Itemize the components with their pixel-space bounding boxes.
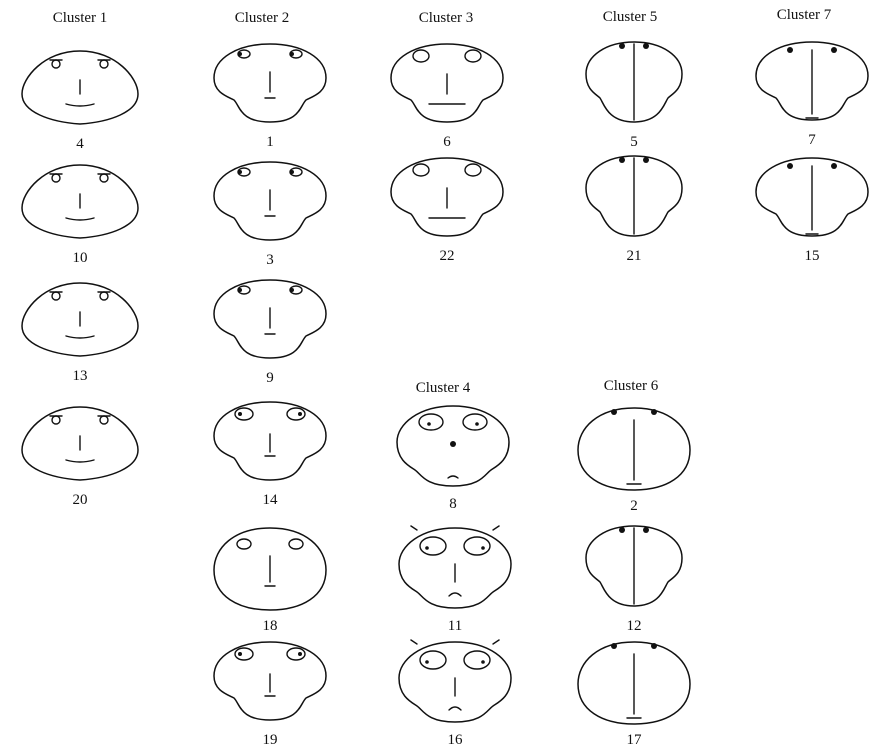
face-2: 2 [577,407,691,514]
face-outline [213,161,327,241]
face-outline [390,157,504,237]
cluster-title: Cluster 6 [604,378,659,394]
face-13: 13 [21,282,139,384]
face-features [237,49,303,99]
face-6: 6 [390,43,504,150]
face-outline [21,164,139,239]
face-number: 15 [805,248,820,264]
face-22: 22 [390,157,504,264]
face-features [787,47,837,119]
face-number: 22 [440,248,455,264]
face-features [49,59,111,107]
face-18: 18 [213,527,327,634]
face-features [619,157,649,235]
face-number: 17 [627,732,643,748]
face-outline [577,641,691,725]
face-8: 8 [396,405,510,512]
face-features [236,538,304,587]
face-features [234,407,306,457]
face-5: 5 [585,41,683,150]
face-features [611,409,657,485]
face-number: 8 [449,496,457,512]
face-features [410,639,500,711]
face-outline [213,641,327,721]
face-11: 11 [398,525,512,634]
face-number: 13 [73,368,88,384]
face-outline [21,406,139,481]
face-features [49,173,111,221]
face-number: 12 [627,618,642,634]
face-features [234,647,306,697]
face-features [611,643,657,719]
cluster-title: Cluster 7 [777,7,832,23]
face-outline [755,157,869,237]
face-15: 15 [755,157,869,264]
face-features [619,43,649,121]
face-outline [585,525,683,607]
face-features [237,285,303,335]
face-features [410,525,500,597]
face-number: 11 [448,618,462,634]
face-number: 5 [630,134,638,150]
cluster-title: Cluster 5 [603,9,658,25]
cluster-title: Cluster 2 [235,10,290,26]
face-outline [398,527,512,609]
face-20: 20 [21,406,139,508]
face-number: 16 [448,732,464,748]
cluster-title: Cluster 1 [53,10,108,26]
face-number: 18 [263,618,278,634]
face-features [237,167,303,217]
face-number: 9 [266,370,274,386]
face-19: 19 [213,641,327,748]
face-3: 3 [213,161,327,268]
face-outline [390,43,504,123]
face-outline [213,279,327,359]
face-1: 1 [213,43,327,150]
face-4: 4 [21,50,139,152]
face-outline [21,282,139,357]
face-number: 1 [266,134,274,150]
face-outline [396,405,510,487]
face-outline [755,41,869,121]
face-number: 10 [73,250,88,266]
face-number: 21 [627,248,642,264]
face-outline [213,401,327,481]
face-features [49,415,111,463]
face-outline [585,41,683,123]
face-16: 16 [398,639,512,748]
face-14: 14 [213,401,327,508]
face-features [787,163,837,235]
face-number: 14 [263,492,279,508]
face-features [418,413,488,479]
face-number: 2 [630,498,638,514]
face-number: 19 [263,732,278,748]
face-17: 17 [577,641,691,748]
cluster-labels: Cluster 1 Cluster 2 Cluster 3 Cluster 5 Clus… [53,7,832,396]
face-number: 7 [808,132,816,148]
face-outline [21,50,139,125]
face-outline [577,407,691,491]
cluster-title: Cluster 4 [416,380,471,396]
face-7: 7 [755,41,869,148]
face-number: 3 [266,252,274,268]
face-features [412,49,482,105]
face-outline [585,155,683,237]
face-21: 21 [585,155,683,264]
face-12: 12 [585,525,683,634]
face-outline [398,641,512,723]
face-number: 20 [73,492,88,508]
face-features [49,291,111,339]
face-number: 6 [443,134,451,150]
face-features [412,163,482,219]
face-9: 9 [213,279,327,386]
face-10: 10 [21,164,139,266]
cluster-title: Cluster 3 [419,10,474,26]
face-outline [213,527,327,611]
face-number: 4 [76,136,84,152]
face-outline [213,43,327,123]
face-features [619,527,649,605]
